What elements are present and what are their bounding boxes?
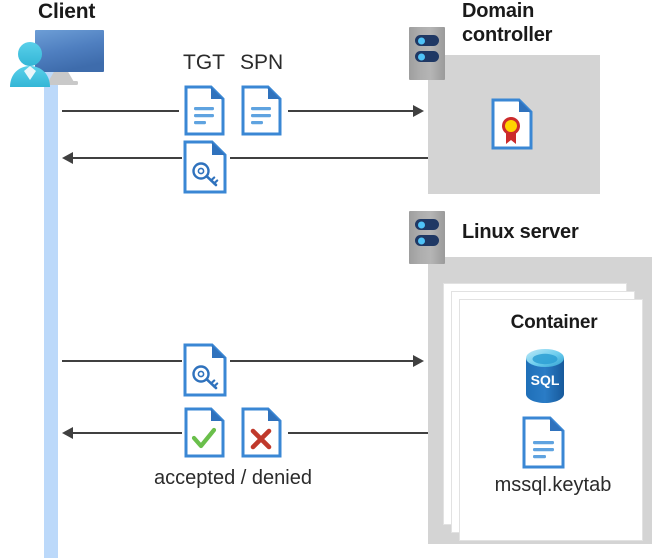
flow-2-arrowhead <box>62 152 73 164</box>
flow-2-line-right <box>230 157 428 159</box>
linux-server-server-icon <box>409 211 445 264</box>
keytab-filename-label: mssql.keytab <box>494 474 612 496</box>
flow-3-line-right <box>230 360 413 362</box>
service-ticket-document-icon-2 <box>183 343 227 397</box>
container-label: Container <box>510 312 598 333</box>
linux-server-label: Linux server <box>462 221 579 243</box>
denied-document-icon <box>241 407 282 458</box>
keytab-document-icon <box>522 416 565 469</box>
service-ticket-document-icon-1 <box>183 140 227 194</box>
flow-4-line-left <box>72 432 182 434</box>
client-lifeline <box>44 60 58 558</box>
flow-4-line-right <box>288 432 428 434</box>
flow-1-line-right <box>288 110 413 112</box>
spn-label: SPN <box>240 51 284 74</box>
flow-3-line-left <box>62 360 182 362</box>
flow-2-line-left <box>72 157 182 159</box>
tgt-label: TGT <box>183 51 225 74</box>
domain-controller-label-line2: controller <box>462 24 553 46</box>
accepted-denied-label: accepted / denied <box>154 467 312 489</box>
accepted-document-icon <box>184 407 225 458</box>
domain-controller-server-icon <box>409 27 445 80</box>
certificate-icon <box>491 98 533 150</box>
client-label: Client <box>38 0 96 23</box>
tgt-document-icon <box>184 85 225 136</box>
svg-text:SQL: SQL <box>531 372 560 388</box>
flow-3-arrowhead <box>413 355 424 367</box>
client-icon <box>8 24 114 88</box>
spn-document-icon <box>241 85 282 136</box>
flow-1-arrowhead <box>413 105 424 117</box>
sql-database-icon: SQL <box>523 348 567 404</box>
flow-4-arrowhead <box>62 427 73 439</box>
domain-controller-label-line1: Domain <box>462 0 535 22</box>
flow-1-line-left <box>62 110 179 112</box>
